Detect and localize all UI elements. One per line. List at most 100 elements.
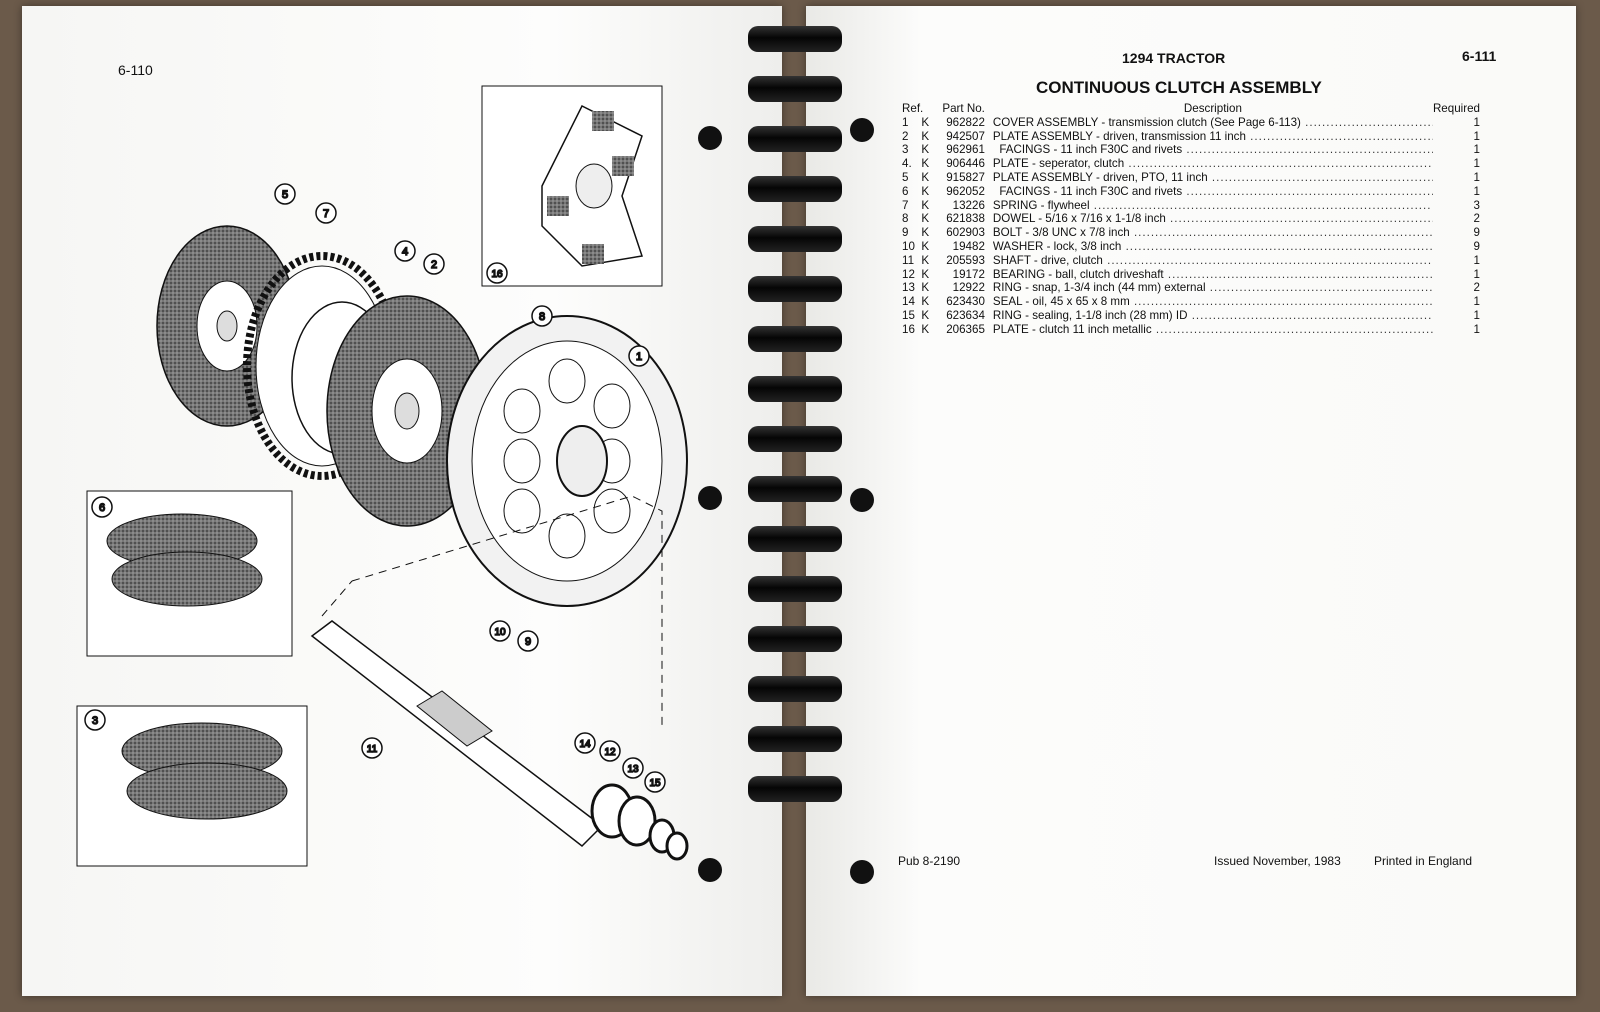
cell-part-no: 13226 bbox=[935, 199, 993, 213]
code: K bbox=[921, 184, 930, 198]
cell-part-no: 19482 bbox=[935, 240, 993, 254]
callout: 13 bbox=[622, 757, 644, 779]
code: K bbox=[921, 281, 930, 295]
col-part-no: Part No. bbox=[942, 102, 985, 115]
part-no: 962822 bbox=[946, 115, 985, 129]
cell-code: K bbox=[921, 254, 935, 268]
callout: 2 bbox=[423, 253, 445, 275]
binding-coil bbox=[748, 426, 842, 452]
cell-code: K bbox=[921, 281, 935, 295]
required: 2 bbox=[1473, 212, 1480, 226]
cell-part-no: 962822 bbox=[935, 116, 993, 130]
cell-part-no: 906446 bbox=[935, 157, 993, 171]
cell-required: 1 bbox=[1433, 309, 1480, 323]
ref: 4. bbox=[902, 157, 912, 171]
part-no: 915827 bbox=[946, 170, 985, 184]
binding-coil bbox=[748, 476, 842, 502]
svg-text:15: 15 bbox=[649, 778, 661, 789]
cell-code: K bbox=[921, 309, 935, 323]
ref: 13 bbox=[902, 281, 915, 295]
ref: 6 bbox=[902, 184, 909, 198]
cell-code: K bbox=[921, 240, 935, 254]
required: 1 bbox=[1473, 295, 1480, 309]
description: SHAFT - drive, clutch bbox=[992, 253, 1103, 267]
required: 3 bbox=[1473, 198, 1480, 212]
metallic-plate-16 bbox=[541, 104, 643, 267]
binding-coil bbox=[748, 376, 842, 402]
cell-ref: 8 bbox=[902, 212, 921, 226]
svg-text:5: 5 bbox=[282, 189, 288, 201]
col-required: Required bbox=[1432, 102, 1480, 115]
binding-coil bbox=[748, 776, 842, 802]
cell-ref: 14 bbox=[902, 295, 921, 309]
cell-part-no: 962961 bbox=[935, 143, 993, 157]
table-row: 13 K 12922 RING - snap, 1-3/4 inch (44 mm) … bbox=[902, 281, 1480, 295]
cell-ref: 1 bbox=[902, 116, 921, 130]
code: K bbox=[921, 239, 930, 253]
required: 1 bbox=[1473, 157, 1480, 171]
part-no: 906446 bbox=[946, 157, 985, 171]
ref: 11 bbox=[902, 253, 915, 267]
left-page-number: 6-110 bbox=[118, 62, 153, 78]
required: 1 bbox=[1473, 115, 1480, 129]
ref: 1 bbox=[902, 115, 909, 129]
binding-coil bbox=[748, 576, 842, 602]
required: 1 bbox=[1473, 129, 1480, 143]
cell-part-no: 942507 bbox=[935, 130, 993, 144]
cell-part-no: 623634 bbox=[935, 309, 993, 323]
cell-code: K bbox=[921, 157, 935, 171]
cell-ref: 16 bbox=[902, 323, 921, 337]
drive-shaft bbox=[310, 620, 604, 847]
callout: 12 bbox=[599, 740, 621, 762]
col-description: Description bbox=[1183, 102, 1242, 115]
cell-code: K bbox=[921, 185, 935, 199]
cell-code: K bbox=[921, 226, 935, 240]
part-no: 12922 bbox=[952, 281, 985, 295]
description: SEAL - oil, 45 x 65 x 8 mm bbox=[992, 295, 1130, 309]
ref: 9 bbox=[902, 226, 909, 240]
description: RING - snap, 1-3/4 inch (44 mm) external bbox=[992, 281, 1206, 295]
svg-text:6: 6 bbox=[99, 502, 105, 514]
pub-number: Pub 8-2190 bbox=[898, 854, 961, 868]
cell-ref: 4. bbox=[902, 157, 921, 171]
callout: 10 bbox=[489, 620, 511, 642]
callout: 3 bbox=[84, 709, 106, 731]
svg-text:11: 11 bbox=[367, 744, 378, 755]
callout: 6 bbox=[91, 496, 113, 518]
ref: 2 bbox=[902, 129, 909, 143]
ref: 10 bbox=[902, 239, 915, 253]
description: FACINGS - 11 inch F30C and rivets bbox=[992, 143, 1183, 157]
code: K bbox=[921, 267, 930, 281]
cell-description: PLATE ASSEMBLY - driven, PTO, 11 inch ..… bbox=[992, 170, 1433, 184]
code: K bbox=[921, 170, 930, 184]
cell-ref: 12 bbox=[902, 268, 921, 282]
callout: 11 bbox=[361, 737, 383, 759]
cell-code: K bbox=[921, 130, 935, 144]
part-no: 623634 bbox=[946, 308, 985, 322]
part-no: 942507 bbox=[946, 129, 985, 143]
right-page-number: 6-111 bbox=[1462, 48, 1497, 64]
cell-ref: 13 bbox=[902, 281, 921, 295]
cell-required: 1 bbox=[1433, 171, 1480, 185]
svg-text:4: 4 bbox=[402, 246, 408, 258]
required: 1 bbox=[1473, 143, 1480, 157]
facings-3 bbox=[121, 722, 288, 820]
svg-text:3: 3 bbox=[92, 715, 98, 727]
svg-text:1: 1 bbox=[636, 351, 642, 363]
callout: 14 bbox=[574, 732, 596, 754]
description: PLATE ASSEMBLY - driven, transmission 11… bbox=[992, 129, 1246, 143]
callout: 4 bbox=[394, 240, 416, 262]
description: DOWEL - 5/16 x 7/16 x 1-1/8 inch bbox=[992, 212, 1166, 226]
cell-required: 9 bbox=[1433, 240, 1480, 254]
issued-date: Issued November, 1983 bbox=[1214, 854, 1341, 868]
svg-text:13: 13 bbox=[627, 764, 639, 775]
ref: 15 bbox=[902, 308, 915, 322]
code: K bbox=[921, 143, 930, 157]
code: K bbox=[921, 295, 930, 309]
